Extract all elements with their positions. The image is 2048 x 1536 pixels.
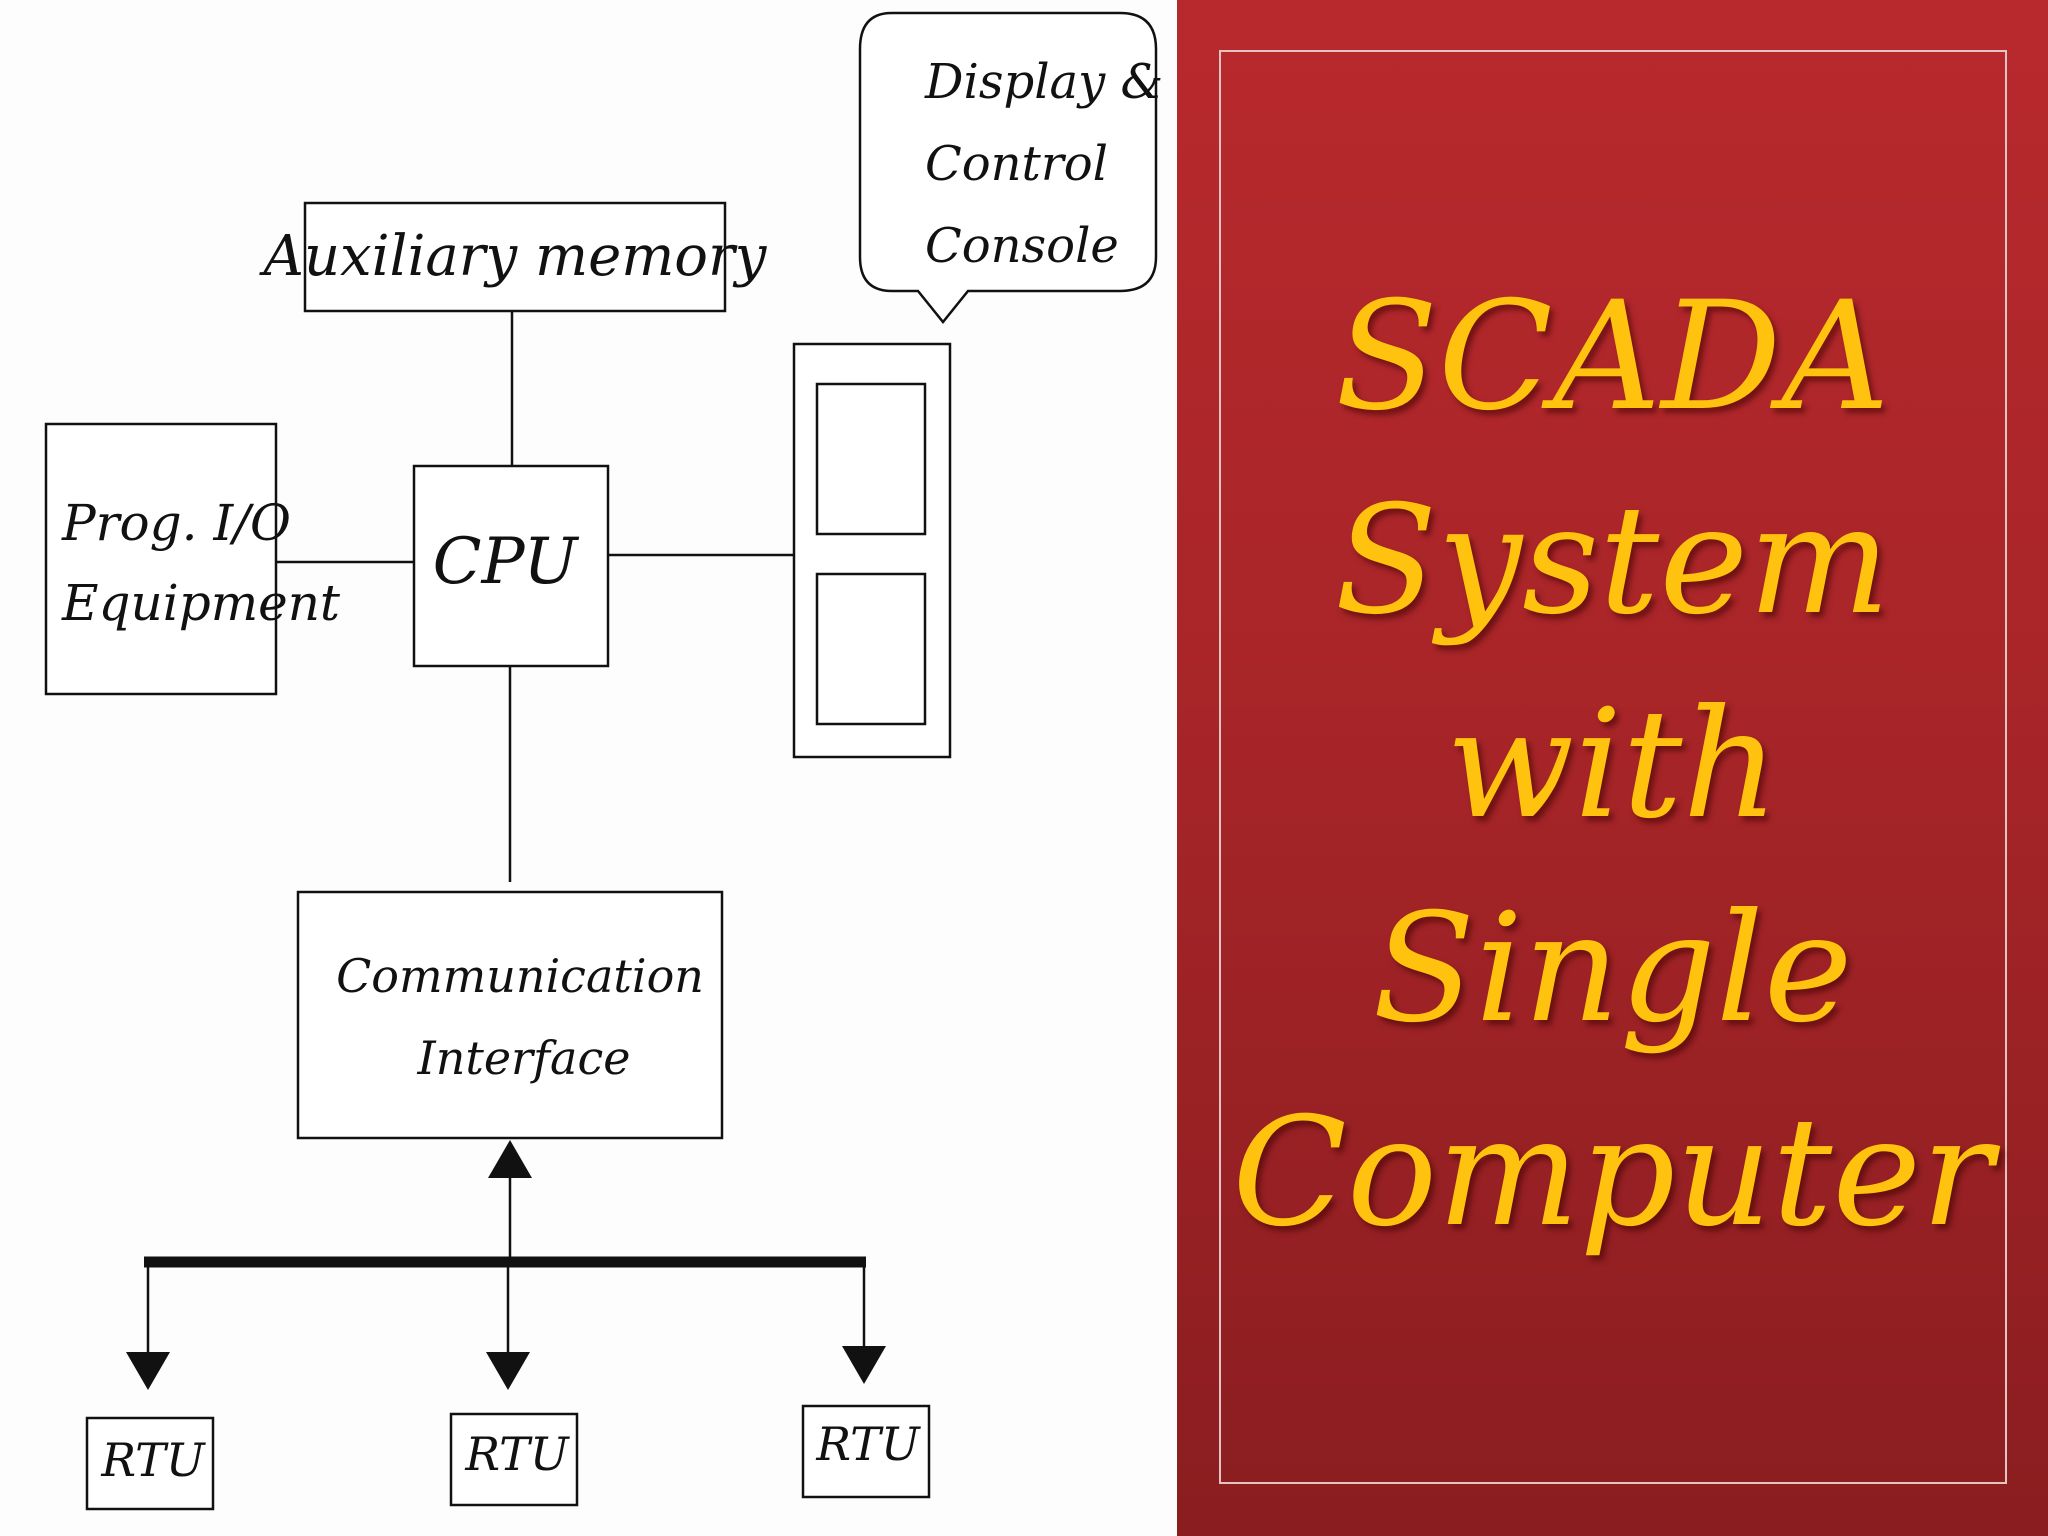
rtu-box-1: [85, 1416, 215, 1511]
title-line-3: with: [1445, 678, 1780, 852]
rtu-box-3: [801, 1404, 931, 1499]
rtu-box-2: [449, 1412, 579, 1507]
console-screen-top: [815, 382, 927, 536]
aux-memory-label: Auxiliary memory: [259, 224, 768, 289]
comm-interface-box: [296, 890, 724, 1140]
comm-interface-label-line2: Interface: [417, 1031, 631, 1085]
arrow-down-icon: [842, 1346, 886, 1384]
title-line-2: System: [1334, 474, 1891, 648]
console-callout-line1: Display &: [924, 54, 1163, 110]
arrow-down-icon: [486, 1352, 530, 1390]
diagram-panel: Auxiliary memory Prog. I/O Equipment CPU…: [44, 11, 1164, 1511]
connector-lines: [146, 311, 866, 1356]
title-line-4: Single: [1372, 882, 1853, 1056]
arrow-up-icon: [488, 1140, 532, 1178]
aux-memory-box: [303, 201, 727, 313]
arrowheads: [126, 1140, 886, 1390]
title-line-1: SCADA: [1335, 270, 1890, 444]
console-callout-line2: Control: [925, 136, 1108, 192]
arrow-down-icon: [126, 1352, 170, 1390]
console-callout-line3: Console: [925, 218, 1119, 274]
cpu-box: [412, 464, 610, 668]
rtu-label-2: RTU: [464, 1427, 571, 1481]
prog-io-box: [44, 422, 278, 696]
cpu-label: CPU: [433, 525, 580, 599]
slide-title: SCADA System with Single Computer: [1177, 255, 2048, 1275]
comm-interface-label-line1: Communication: [336, 949, 704, 1003]
scada-block-diagram: Auxiliary memory Prog. I/O Equipment CPU…: [44, 11, 1163, 1511]
console-screen-bottom: [815, 572, 927, 726]
title-line-5: Computer: [1232, 1086, 1993, 1260]
prog-io-label-line1: Prog. I/O: [61, 494, 291, 552]
rtu-label-3: RTU: [815, 1417, 922, 1471]
rtu-label-1: RTU: [100, 1433, 207, 1487]
console-callout-bubble: [858, 11, 1158, 324]
title-frame: [1219, 50, 2007, 1484]
title-panel: SCADA System with Single Computer: [1177, 0, 2048, 1536]
prog-io-label-line2: Equipment: [61, 574, 341, 632]
